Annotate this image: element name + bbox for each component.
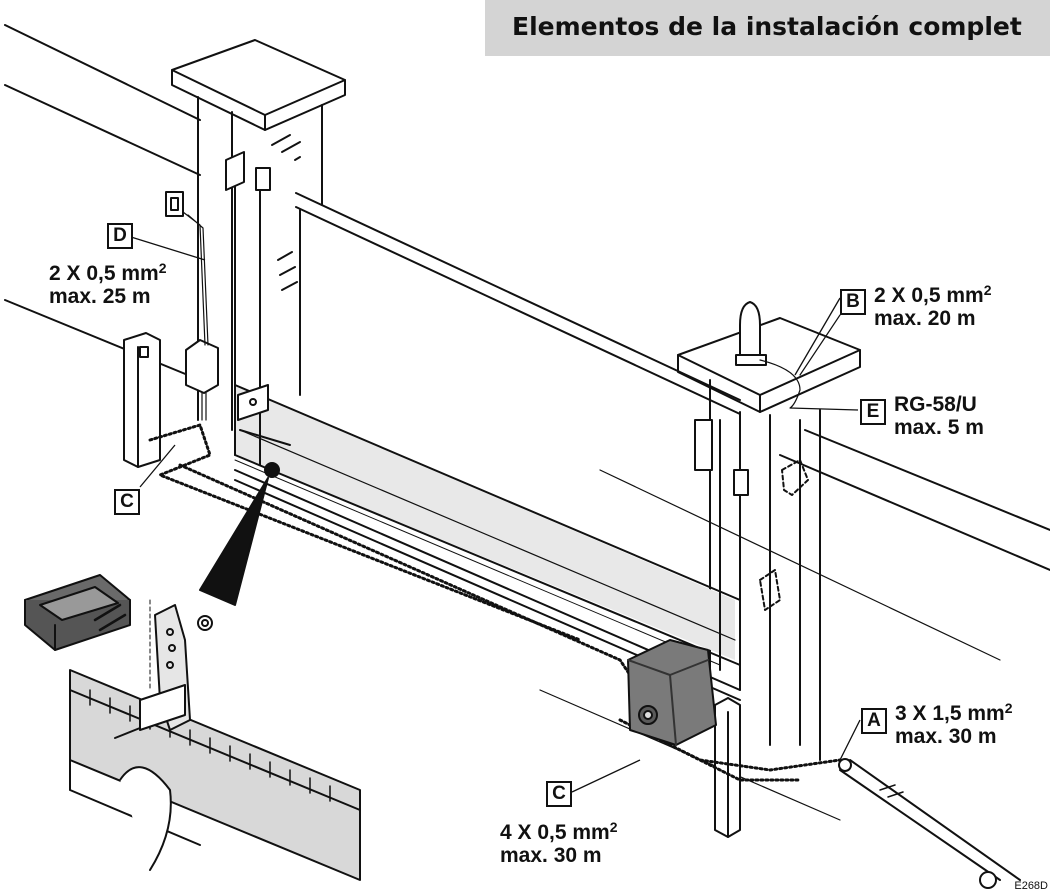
- callout-spec-d: 2 X 0,5 mm2 max. 25 m: [49, 260, 167, 308]
- callout-spec-c: 4 X 0,5 mm2 max. 30 m: [500, 819, 618, 867]
- bracket-detail: [114, 599, 213, 739]
- magnet-detail: [24, 574, 131, 651]
- spec-line: max. 5 m: [894, 416, 984, 439]
- road-edge-line: [4, 299, 201, 381]
- callout-tag-c: C: [114, 489, 140, 515]
- spec-line: max. 30 m: [895, 725, 997, 748]
- callout-spec-b: 2 X 0,5 mm2 max. 20 m: [874, 282, 992, 330]
- spec-line: 2 X 0,5 mm: [49, 262, 159, 285]
- junction-box: [185, 339, 219, 394]
- spec-superscript: 2: [609, 819, 618, 835]
- photocell-post-right: [714, 697, 741, 838]
- cable-route: [148, 423, 582, 642]
- cable-conduit: [838, 758, 1021, 889]
- spec-line: 3 X 1,5 mm: [895, 702, 1005, 725]
- zoom-pointer: [199, 477, 269, 606]
- spec-line: 2 X 0,5 mm: [874, 284, 984, 307]
- callout-spec-e: RG-58/U max. 5 m: [894, 393, 984, 439]
- key-switch: [165, 191, 184, 217]
- callout-tag-d: D: [107, 223, 133, 249]
- figure-code: E268D: [1014, 880, 1048, 892]
- rack-detail: [69, 669, 361, 881]
- spec-line: RG-58/U: [894, 393, 977, 416]
- leader-lines: [130, 236, 861, 793]
- gate-leaf: [225, 151, 749, 691]
- callout-tag-c-bottom: C: [546, 781, 572, 807]
- title-banner: Elementos de la instalación complet: [485, 0, 1050, 56]
- spec-line: max. 20 m: [874, 307, 976, 330]
- gate-motor: [627, 639, 717, 746]
- spec-line: max. 25 m: [49, 285, 151, 308]
- road-edge-line: [4, 24, 201, 121]
- road-edge-line: [4, 84, 201, 176]
- callout-tag-e: E: [860, 399, 886, 425]
- spec-superscript: 2: [158, 260, 167, 276]
- callout-tag-b: B: [840, 289, 866, 315]
- callout-tag-a: A: [861, 708, 887, 734]
- spec-superscript: 2: [1004, 700, 1013, 716]
- page-title: Elementos de la instalación complet: [512, 12, 1022, 41]
- callout-spec-a: 3 X 1,5 mm2 max. 30 m: [895, 700, 1013, 748]
- spec-superscript: 2: [983, 282, 992, 298]
- photocell-post-left: [123, 332, 161, 468]
- spec-line: max. 30 m: [500, 844, 602, 867]
- detail-marker: [264, 462, 280, 478]
- spec-line: 4 X 0,5 mm: [500, 821, 610, 844]
- right-pillar: [677, 317, 861, 761]
- warning-lamp: [735, 301, 767, 366]
